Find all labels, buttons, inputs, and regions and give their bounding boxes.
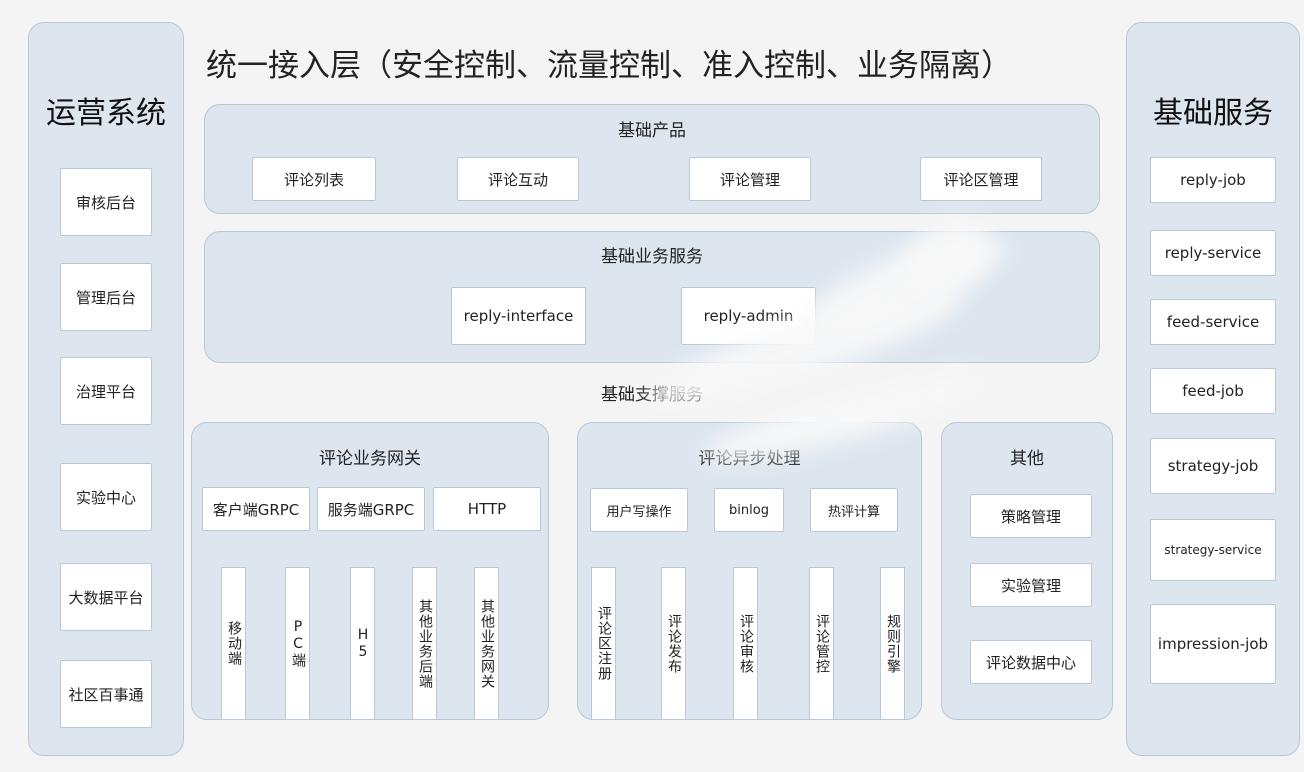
basic-biz-title: 基础业务服务 [601,247,703,267]
client-item: 其他业务网关 [474,567,499,720]
product-item: 评论区管理 [920,157,1042,201]
protocol-item: HTTP [433,487,541,531]
gateway-title: 评论业务网关 [319,449,421,469]
async-task-item: 评论发布 [661,567,686,720]
client-item: 其他业务后端 [412,567,437,720]
protocol-item: 客户端GRPC [202,487,310,531]
service-item: strategy-service [1150,519,1276,581]
async-task-item: 评论审核 [733,567,758,720]
ops-item: 实验中心 [60,463,152,531]
ops-item: 管理后台 [60,263,152,331]
protocol-item: 服务端GRPC [317,487,425,531]
async-task-item: 评论区注册 [591,567,616,720]
basic-product-title: 基础产品 [618,121,686,141]
ops-item: 大数据平台 [60,563,152,631]
other-item: 策略管理 [970,494,1092,538]
async-task-item: 评论管控 [809,567,834,720]
ops-item: 审核后台 [60,168,152,236]
access-layer-title: 统一接入层（安全控制、流量控制、准入控制、业务隔离） [206,48,1012,84]
product-item: 评论列表 [252,157,376,201]
async-task-item: 规则引擎 [880,567,905,720]
ops-item: 治理平台 [60,357,152,425]
async-source-item: 用户写操作 [590,488,688,532]
async-source-item: binlog [714,488,784,532]
other-title: 其他 [1010,449,1044,469]
client-item: H5 [350,567,375,720]
service-item: impression-job [1150,604,1276,684]
ops-item: 社区百事通 [60,660,152,728]
ops-system-title: 运营系统 [46,96,166,131]
client-item: PC端 [285,567,310,720]
biz-service-item: reply-interface [451,287,586,345]
async-source-item: 热评计算 [810,488,898,532]
client-item: 移动端 [221,567,246,720]
service-item: reply-service [1150,230,1276,276]
service-item: strategy-job [1150,438,1276,494]
product-item: 评论互动 [457,157,579,201]
base-services-title: 基础服务 [1153,96,1273,131]
other-item: 评论数据中心 [970,640,1092,684]
service-item: feed-job [1150,368,1276,414]
other-item: 实验管理 [970,563,1092,607]
service-item: reply-job [1150,157,1276,203]
service-item: feed-service [1150,299,1276,345]
product-item: 评论管理 [689,157,811,201]
